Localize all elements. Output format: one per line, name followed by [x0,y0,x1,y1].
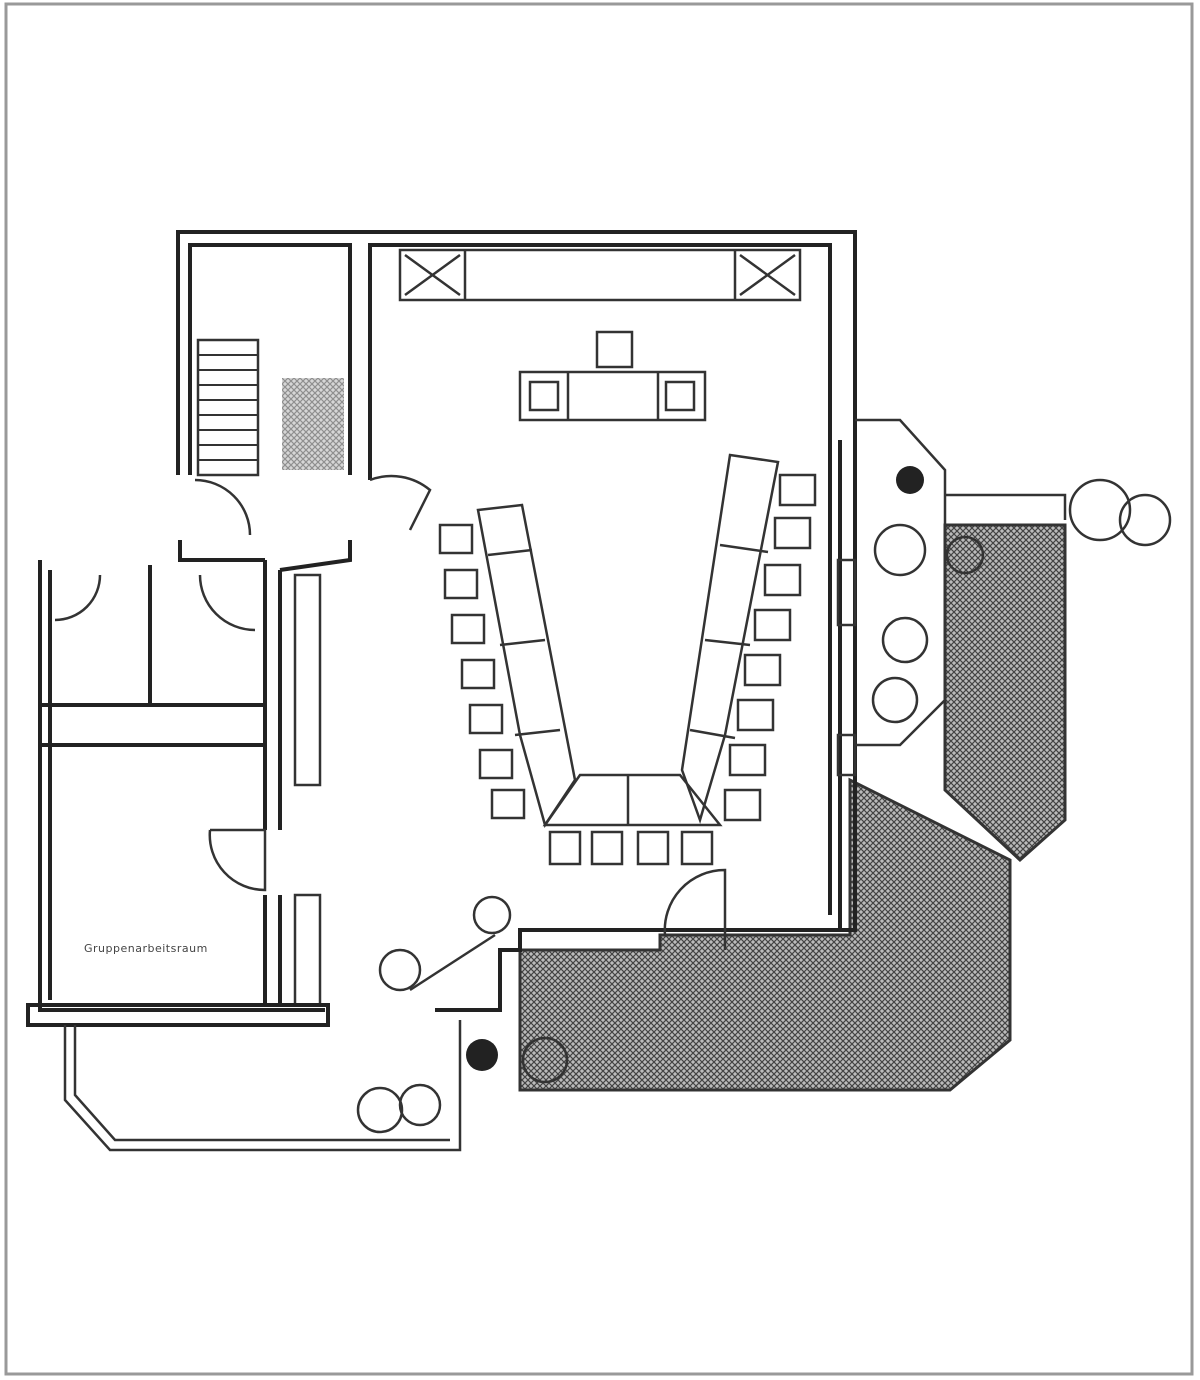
terrace-east [943,523,1067,863]
room-label: Gruppenarbeitsraum [84,942,208,955]
plants [356,478,1172,1134]
terrace-south [518,777,1012,1092]
u-table-arrangement [438,453,817,866]
head-table [518,330,707,422]
page-border [4,2,1194,1376]
staircase [196,338,344,477]
cabinet-row [398,248,802,302]
walls [26,230,1067,1152]
dark-plants [466,466,924,1071]
doors [54,474,727,950]
